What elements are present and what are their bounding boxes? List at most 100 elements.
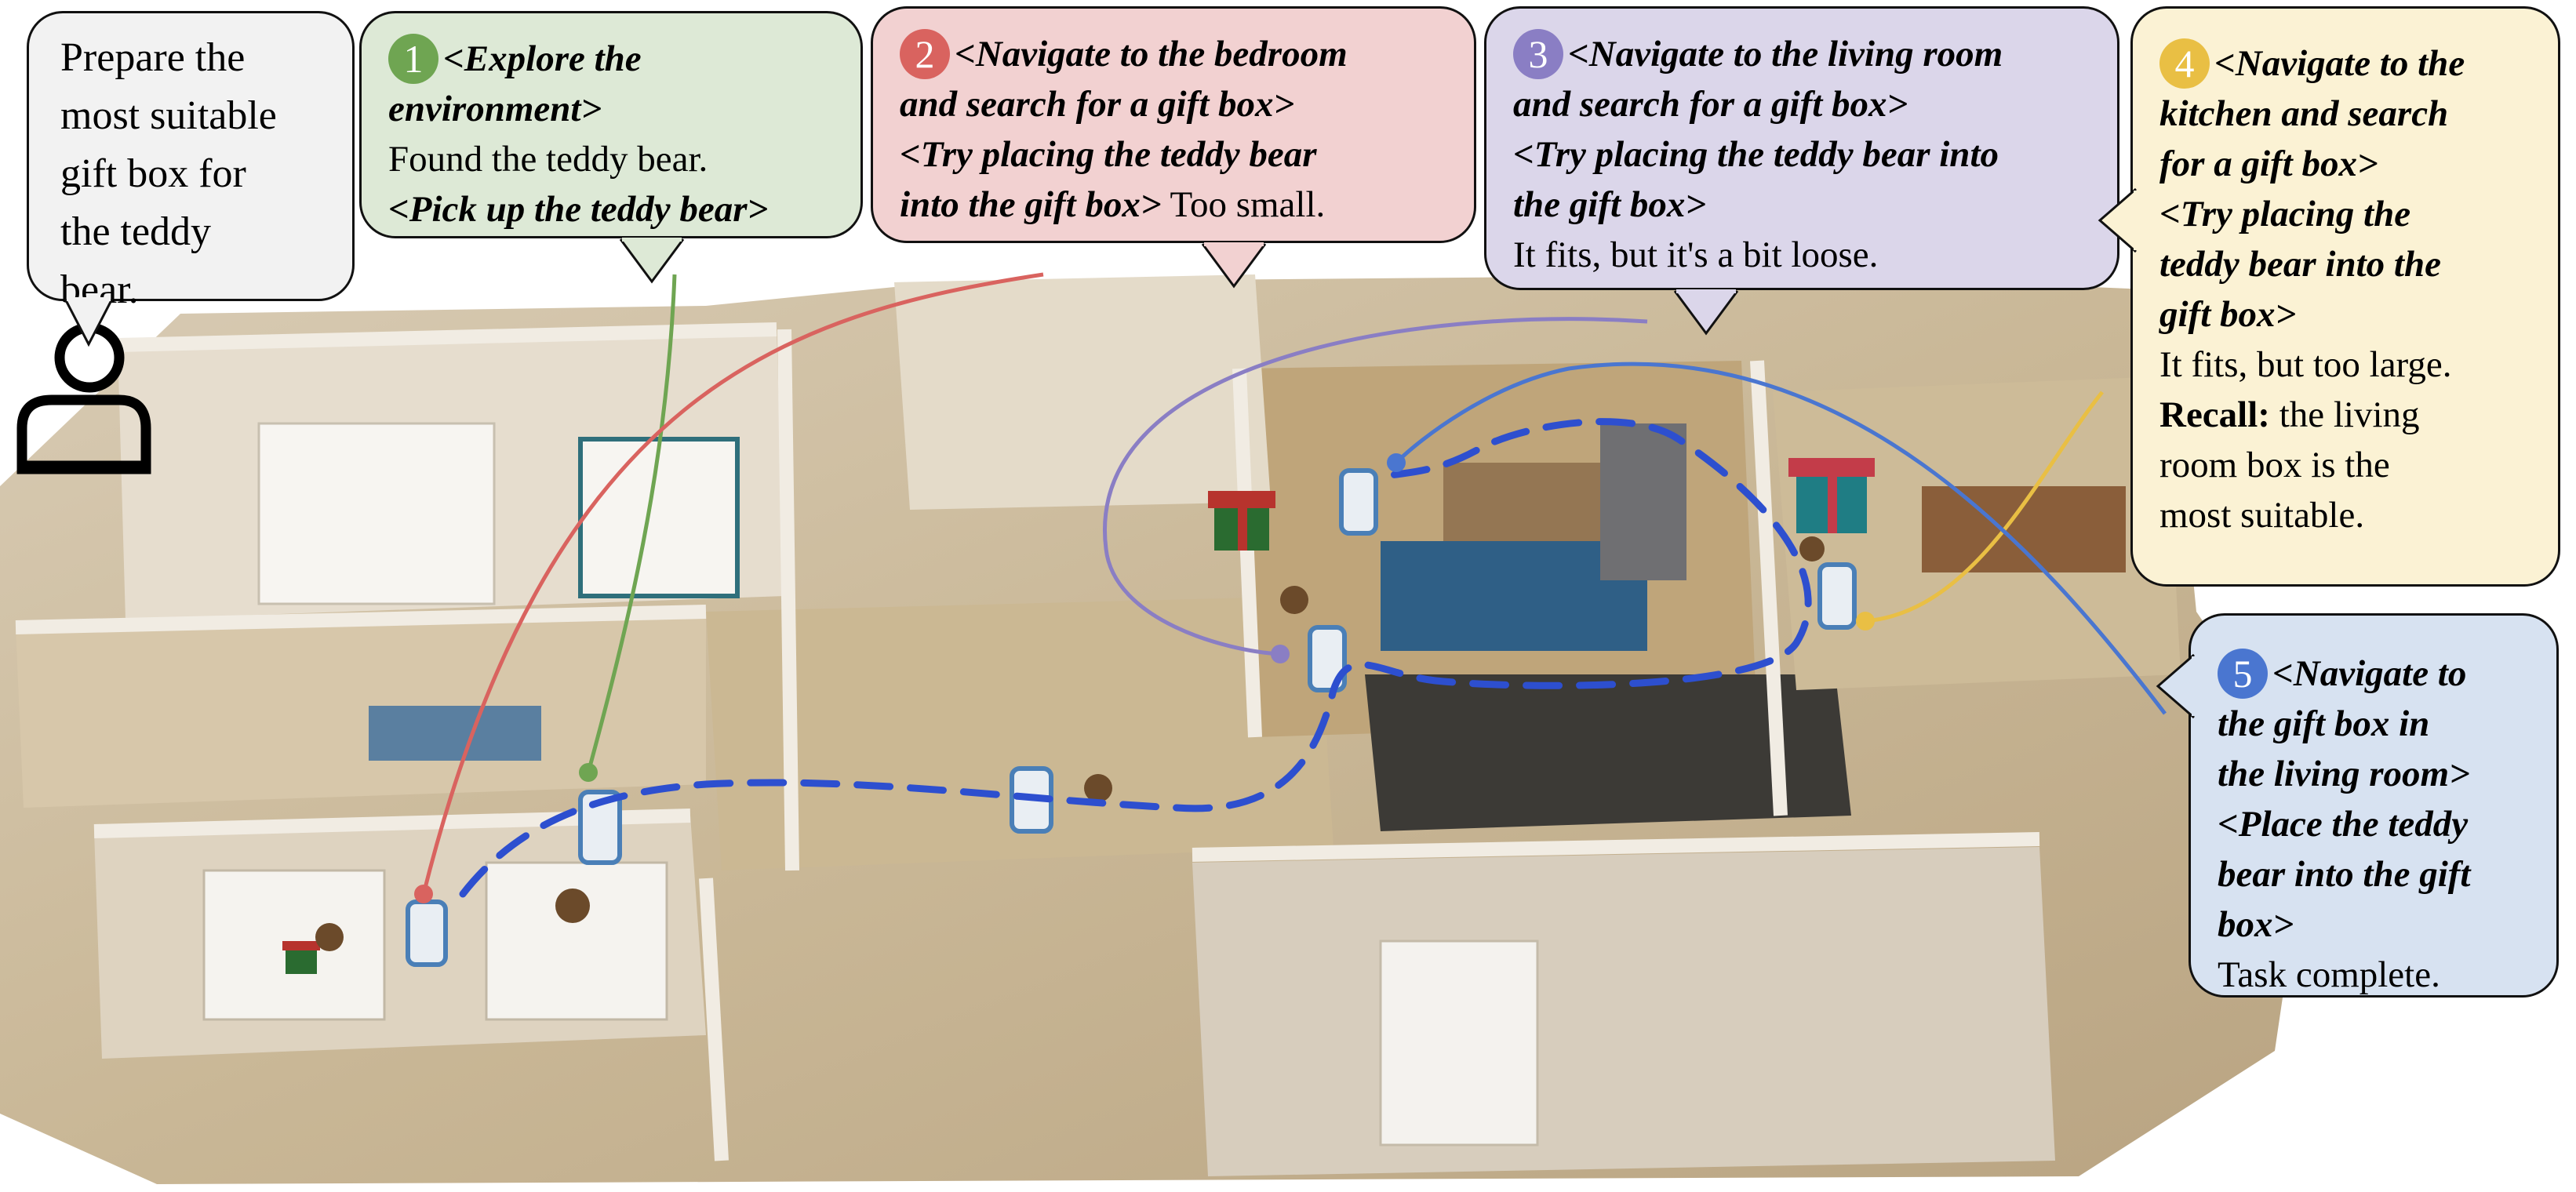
action-text: gift box> — [2159, 294, 2297, 335]
action-text: and search for a gift box> — [1513, 84, 1908, 125]
step-5-line: Task complete. — [2218, 950, 2533, 1000]
step-2-line: 2<Navigate to the bedroom — [900, 29, 1450, 79]
action-text: for a gift box> — [2159, 144, 2378, 184]
step-3-line: the gift box> — [1513, 180, 2094, 230]
step-5-line: the gift box in — [2218, 699, 2533, 749]
step-3-line: It fits, but it's a bit loose. — [1513, 230, 2094, 280]
instruction-line: most suitable — [60, 93, 277, 138]
action-text: <Try placing the teddy bear into — [1513, 134, 1999, 175]
room-upper-hall — [894, 274, 1271, 510]
action-text: <Explore the — [443, 38, 642, 79]
action-text: environment> — [388, 89, 602, 129]
action-text: into the gift box> — [900, 184, 1162, 225]
observation-text: It fits, but too large. — [2159, 344, 2452, 385]
connector-step5 — [1395, 362, 2167, 715]
connector-step4 — [1865, 391, 2104, 623]
observation-text: Found the teddy bear. — [388, 139, 708, 180]
room-left-nook — [16, 612, 706, 808]
step-number-badge: 4 — [2159, 38, 2210, 89]
instruction-line: Prepare the — [60, 35, 246, 80]
step-2-line: <Try placing the teddy bear — [900, 129, 1450, 180]
room-kitchen — [1365, 674, 1851, 831]
step-5-line: bear into the gift — [2218, 849, 2533, 899]
action-text: box> — [2218, 904, 2294, 945]
action-text: teddy bear into the — [2159, 244, 2441, 285]
recall-label: Recall: — [2159, 394, 2270, 435]
instruction-bubble: Prepare the most suitable gift box for t… — [27, 11, 355, 347]
speech-tail — [2156, 653, 2196, 719]
speech-tail — [64, 297, 114, 347]
step-1-line: environment> — [388, 84, 837, 134]
connector-step1 — [586, 274, 677, 773]
observation-text: Too small. — [1161, 184, 1326, 225]
observation-text: most suitable. — [2159, 495, 2365, 536]
step-4-line: room box is the — [2159, 440, 2534, 490]
action-text: and search for a gift box> — [900, 84, 1295, 125]
step-4-line: kitchen and search — [2159, 89, 2534, 139]
step-5-line: 5<Navigate to — [2218, 649, 2533, 699]
step-1-line: 1<Explore the — [388, 34, 837, 84]
step-5-line: the living room> — [2218, 749, 2533, 799]
instruction-line: the teddy — [60, 209, 212, 254]
step-4-line: <Try placing the — [2159, 189, 2534, 239]
connector-step2 — [421, 272, 1044, 895]
step-4-line: for a gift box> — [2159, 139, 2534, 189]
speech-tail — [2098, 187, 2138, 253]
speech-tail — [1673, 289, 1739, 336]
action-text: the gift box in — [2218, 703, 2430, 744]
step-4-line: teddy bear into the — [2159, 239, 2534, 289]
bed-bottom-right — [485, 861, 668, 1021]
gift-box-bedroom — [282, 941, 320, 974]
action-text: <Try placing the — [2159, 194, 2411, 234]
step-5-line: <Place the teddy — [2218, 799, 2533, 849]
step-3-line: and search for a gift box> — [1513, 79, 2094, 129]
speech-tail — [619, 238, 685, 284]
action-text: <Navigate to the — [2214, 43, 2465, 84]
bed-top-right — [578, 437, 740, 598]
room-hallway — [706, 596, 1333, 870]
observation-text: room box is the — [2159, 445, 2390, 485]
step-4-line: Recall: the living — [2159, 390, 2534, 440]
teddy-bear-figures — [315, 536, 1825, 951]
action-text: <Navigate to the living room — [1568, 34, 2003, 74]
observation-text: the living — [2269, 394, 2420, 435]
observation-text: Task complete. — [2218, 954, 2440, 995]
step-number-badge: 2 — [900, 29, 950, 79]
action-text: <Navigate to the bedroom — [955, 34, 1348, 74]
action-text: kitchen and search — [2159, 93, 2449, 134]
step-3-bubble: 3<Navigate to the living room and search … — [1484, 6, 2119, 336]
action-text: the living room> — [2218, 754, 2470, 794]
action-text: <Try placing the teddy bear — [900, 134, 1317, 175]
action-text: the gift box> — [1513, 184, 1707, 225]
dining-table — [1922, 486, 2126, 572]
action-text: <Pick up the teddy bear> — [388, 189, 769, 230]
instruction-line: gift box for — [60, 151, 246, 196]
action-text: <Navigate to — [2272, 653, 2467, 694]
step-3-line: <Try placing the teddy bear into — [1513, 129, 2094, 180]
gift-box-living-room — [1208, 491, 1275, 551]
connector-step3 — [1102, 317, 1648, 656]
speech-tail — [1201, 242, 1267, 289]
step-4-line: It fits, but too large. — [2159, 340, 2534, 390]
observation-text: It fits, but it's a bit loose. — [1513, 234, 1879, 275]
robot-trajectory — [459, 418, 1812, 898]
step-3-line: 3<Navigate to the living room — [1513, 29, 2094, 79]
step-1-bubble: 1<Explore the environment> Found the teddy… — [359, 11, 863, 284]
step-number-badge: 3 — [1513, 29, 1563, 79]
step-2-bubble: 2<Navigate to the bedroom and search for … — [871, 6, 1476, 289]
room-bedroom-right — [1192, 847, 2055, 1176]
gift-box-kitchen — [1788, 458, 1875, 533]
step-2-line: and search for a gift box> — [900, 79, 1450, 129]
bed-right — [1379, 939, 1539, 1147]
armchairs — [1600, 423, 1686, 580]
step-4-line: 4<Navigate to the — [2159, 38, 2534, 89]
step-number-badge: 5 — [2218, 649, 2268, 699]
bed-top-left — [257, 422, 496, 605]
robot-figures — [406, 468, 1857, 967]
step-1-line: Found the teddy bear. — [388, 134, 837, 184]
step-1-line: <Pick up the teddy bear> — [388, 184, 837, 234]
